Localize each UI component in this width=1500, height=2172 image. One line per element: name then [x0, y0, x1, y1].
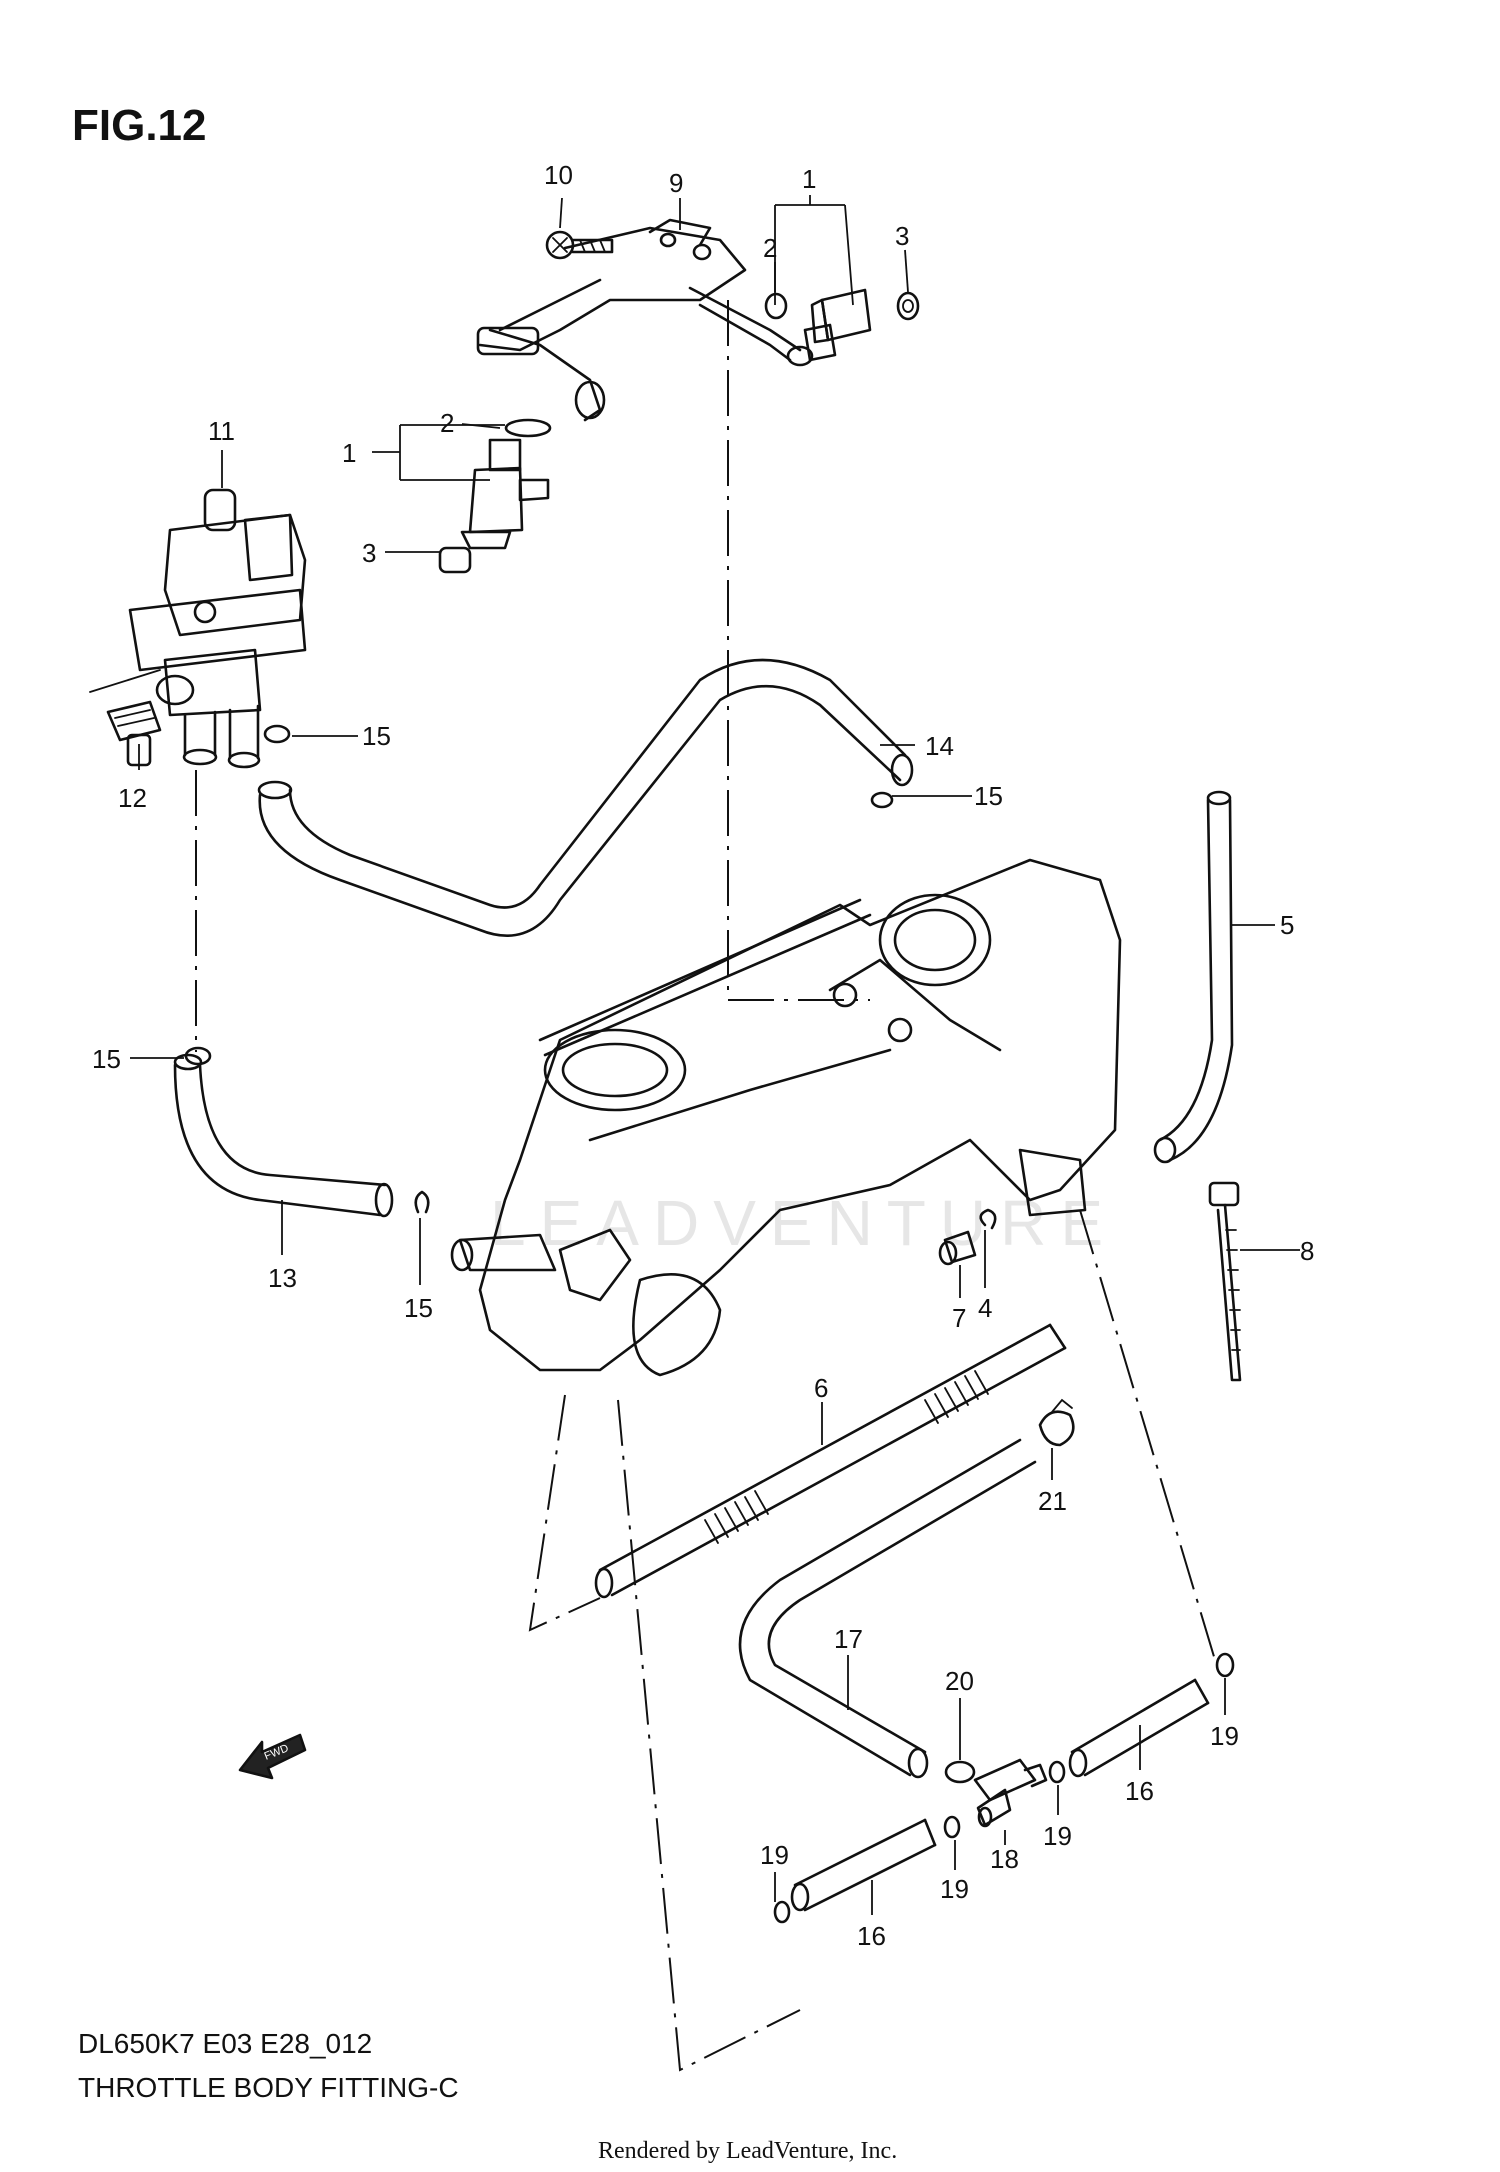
callout-15-a: 15	[362, 721, 391, 751]
model-code: DL650K7 E03 E28_012	[78, 2028, 372, 2059]
bolt-10-drawing	[545, 230, 614, 260]
callout-19-lower: 19	[940, 1874, 969, 1904]
callout-15-b: 15	[974, 781, 1003, 811]
callout-1-top: 1	[802, 164, 816, 194]
callout-13: 13	[268, 1263, 297, 1293]
injector-left-drawing	[438, 418, 552, 574]
callout-3-left: 3	[362, 538, 376, 568]
tube-6-drawing	[594, 1323, 1067, 1599]
clip-4-drawing	[979, 1208, 997, 1230]
hose-13-drawing	[173, 1053, 394, 1218]
callout-3-top: 3	[895, 221, 909, 251]
callout-18: 18	[990, 1844, 1019, 1874]
callout-16-lower: 16	[857, 1921, 886, 1951]
cap-7-drawing	[938, 1230, 977, 1266]
callout-15-c: 15	[92, 1044, 121, 1074]
callout-19-right: 19	[1210, 1721, 1239, 1751]
hose-16-upper-drawing	[1068, 1678, 1210, 1778]
callout-19-mid: 19	[1043, 1821, 1072, 1851]
clamp-21-drawing	[1038, 1398, 1075, 1447]
joint-18-drawing	[973, 1758, 1048, 1828]
callout-19-left: 19	[760, 1840, 789, 1870]
callout-14: 14	[925, 731, 954, 761]
callout-17: 17	[834, 1624, 863, 1654]
figure-label: FIG.12	[72, 101, 207, 150]
callout-2-top: 2	[763, 233, 777, 263]
callout-4: 4	[978, 1293, 992, 1323]
callout-6: 6	[814, 1373, 828, 1403]
clip-15-drawings	[184, 724, 894, 1214]
callout-9: 9	[669, 168, 683, 198]
diagram-title: THROTTLE BODY FITTING-C	[78, 2072, 459, 2103]
injector-upper-drawing	[764, 288, 920, 362]
assembly-lines	[89, 300, 1216, 2072]
throttle-body-drawing	[450, 858, 1122, 1377]
callout-5: 5	[1280, 910, 1294, 940]
hose-14-drawing	[257, 658, 914, 938]
callout-20: 20	[945, 1666, 974, 1696]
clip-19-drawings	[773, 1652, 1235, 1924]
hose-17-drawing	[738, 1438, 1037, 1779]
callout-16-upper: 16	[1125, 1776, 1154, 1806]
fuel-delivery-pipe-drawing	[476, 218, 814, 422]
callout-8: 8	[1300, 1236, 1314, 1266]
tie-strap-8-drawing	[1208, 1181, 1242, 1382]
rendered-by-footer: Rendered by LeadVenture, Inc.	[598, 2138, 897, 2164]
callout-21: 21	[1038, 1486, 1067, 1516]
callout-7: 7	[952, 1303, 966, 1333]
hose-16-lower-drawing	[790, 1818, 937, 1912]
fwd-arrow-icon: FWD	[238, 1733, 307, 1780]
isc-valve-drawing	[106, 488, 307, 769]
callout-10: 10	[544, 160, 573, 190]
callout-leaders	[130, 195, 1300, 1915]
callout-11: 11	[208, 416, 235, 446]
callout-1-left: 1	[342, 438, 356, 468]
callout-15-d: 15	[404, 1293, 433, 1323]
clip-20-drawing	[944, 1760, 976, 1784]
callout-2-left: 2	[440, 408, 454, 438]
callout-labels: 1 2 3 9 10 1 2 3 11 12 15 14 15 5 15 13 …	[92, 160, 1314, 1951]
hose-5-drawing	[1153, 790, 1234, 1164]
callout-12: 12	[118, 783, 147, 813]
watermark-text: LEADVENTURE	[490, 1187, 1117, 1259]
